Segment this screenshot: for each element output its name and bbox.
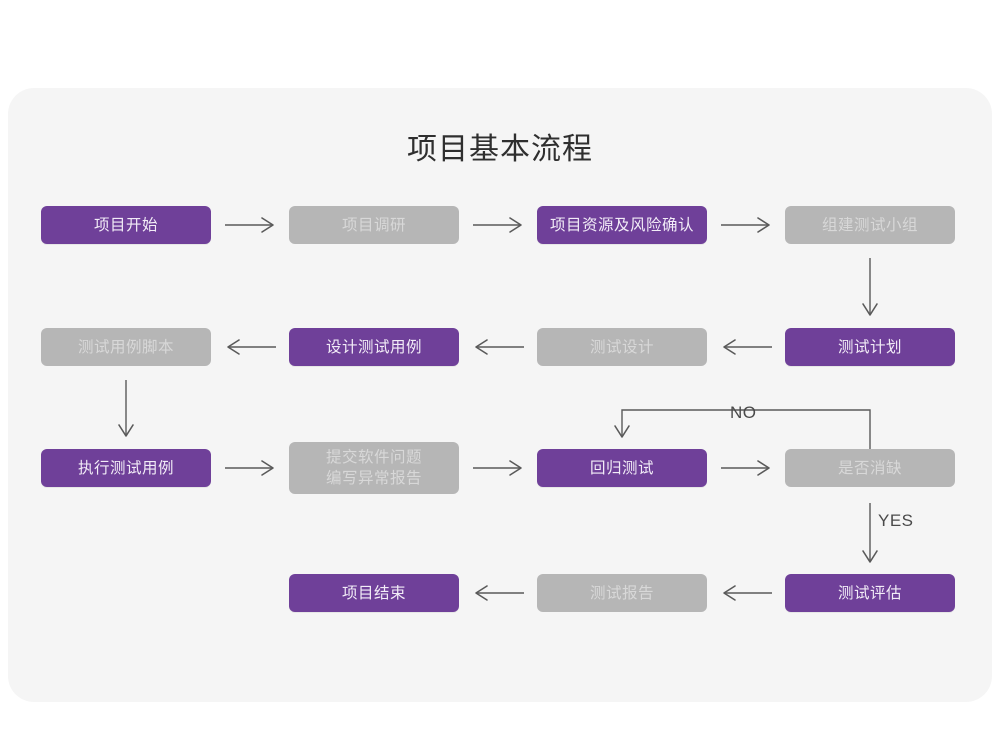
node-project-end[interactable]: 项目结束 — [289, 574, 459, 612]
edge-label-no: NO — [730, 403, 757, 422]
node-project-research[interactable]: 项目调研 — [289, 206, 459, 244]
node-submit-defect-report[interactable]: 提交软件问题 编写异常报告 — [289, 442, 459, 494]
node-form-test-team[interactable]: 组建测试小组 — [785, 206, 955, 244]
node-test-plan[interactable]: 测试计划 — [785, 328, 955, 366]
node-test-case-script[interactable]: 测试用例脚本 — [41, 328, 211, 366]
node-defect-resolved-decision[interactable]: 是否消缺 — [785, 449, 955, 487]
node-execute-test-cases[interactable]: 执行测试用例 — [41, 449, 211, 487]
node-test-report[interactable]: 测试报告 — [537, 574, 707, 612]
node-resource-risk-confirm[interactable]: 项目资源及风险确认 — [537, 206, 707, 244]
edge-label-yes: YES — [878, 511, 914, 530]
node-regression-test[interactable]: 回归测试 — [537, 449, 707, 487]
node-test-design[interactable]: 测试设计 — [537, 328, 707, 366]
node-project-start[interactable]: 项目开始 — [41, 206, 211, 244]
node-design-test-cases[interactable]: 设计测试用例 — [289, 328, 459, 366]
node-test-evaluation[interactable]: 测试评估 — [785, 574, 955, 612]
page-title: 项目基本流程 — [407, 133, 593, 166]
